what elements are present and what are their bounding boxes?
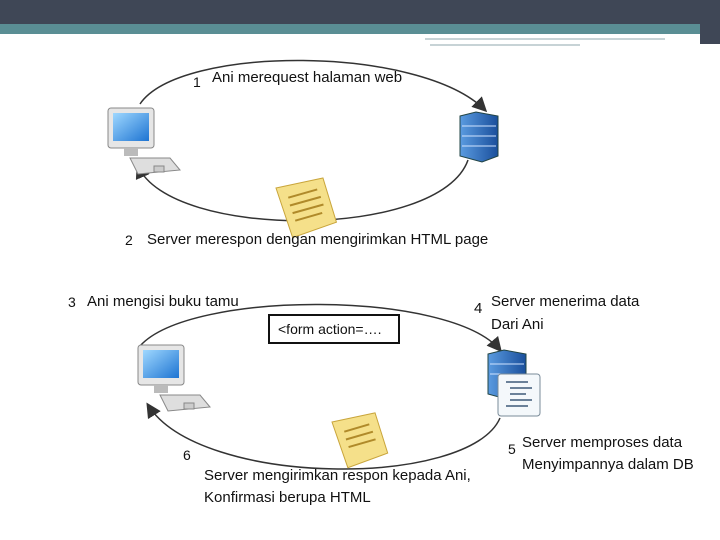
document-icon — [331, 412, 389, 469]
step-4-number: 4 — [474, 300, 483, 317]
header-accent-stripe — [0, 24, 720, 34]
step-5-line-1: Server memproses data — [522, 434, 683, 451]
step-2-label: Server merespon dengan mengirimkan HTML … — [147, 231, 489, 248]
step-5-line-2: Menyimpannya dalam DB — [522, 456, 694, 473]
step-4-line-2: Dari Ani — [491, 316, 544, 333]
header-bar — [0, 0, 720, 44]
step-3-label: Ani mengisi buku tamu — [87, 293, 239, 310]
computer-icon — [107, 107, 181, 175]
server-icon — [459, 111, 499, 163]
header-rule — [425, 38, 665, 40]
header-rule-short — [430, 44, 580, 46]
step-6-line-1: Server mengirimkan respon kepada Ani, — [204, 467, 471, 484]
step-1-label: Ani merequest halaman web — [212, 69, 403, 86]
arrow-confirm-bottom — [146, 402, 501, 470]
document-icon — [275, 177, 338, 239]
database-list-icon — [497, 373, 541, 417]
computer-icon — [137, 344, 211, 412]
header-corner-block — [700, 0, 720, 44]
step-1-number: 1 — [193, 74, 201, 90]
step-3-number: 3 — [68, 294, 76, 310]
arrow-request-top — [139, 59, 488, 113]
form-code-box: <form action=…. — [268, 314, 400, 344]
step-4-line-1: Server menerima data — [491, 293, 640, 310]
step-6-line-2: Konfirmasi berupa HTML — [204, 489, 371, 506]
arrow-submit-top — [139, 303, 502, 353]
step-5-number: 5 — [508, 441, 516, 457]
step-2-number: 2 — [125, 232, 133, 248]
step-6-number: 6 — [183, 447, 191, 463]
